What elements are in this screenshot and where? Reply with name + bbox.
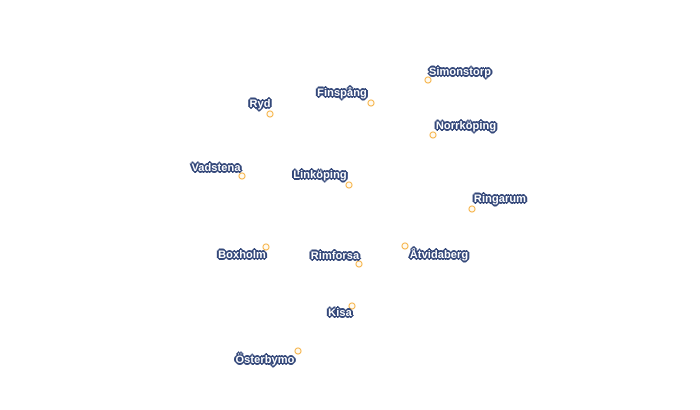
- place-marker-kisa[interactable]: [348, 302, 356, 310]
- place-label-ryd: Ryd: [249, 98, 271, 110]
- place-label-boxholm: Boxholm: [218, 249, 266, 261]
- place-marker-ryd[interactable]: [266, 110, 274, 118]
- place-marker-linkoping[interactable]: [345, 181, 353, 189]
- place-label-vadstena: Vadstena: [191, 162, 241, 174]
- place-label-ringarum: Ringarum: [473, 193, 527, 205]
- place-label-rimforsa: Rimforsa: [310, 250, 360, 262]
- place-marker-simonstorp[interactable]: [424, 76, 432, 84]
- place-marker-osterbymo[interactable]: [294, 347, 302, 355]
- place-marker-ringarum[interactable]: [468, 205, 476, 213]
- place-label-linkoping: Linköping: [293, 169, 347, 181]
- place-label-osterbymo: Österbymo: [235, 354, 295, 366]
- place-label-finspang: Finspång: [317, 87, 367, 99]
- place-label-kisa: Kisa: [328, 307, 352, 319]
- place-marker-atvidaberg[interactable]: [401, 242, 409, 250]
- place-label-simonstorp: Simonstorp: [428, 66, 492, 78]
- place-label-atvidaberg: Åtvidaberg: [409, 249, 469, 261]
- place-marker-boxholm[interactable]: [262, 243, 270, 251]
- place-marker-norrkoping[interactable]: [429, 131, 437, 139]
- place-label-norrkoping: Norrköping: [435, 120, 497, 132]
- place-marker-vadstena[interactable]: [238, 172, 246, 180]
- place-marker-finspang[interactable]: [367, 99, 375, 107]
- place-marker-rimforsa[interactable]: [355, 260, 363, 268]
